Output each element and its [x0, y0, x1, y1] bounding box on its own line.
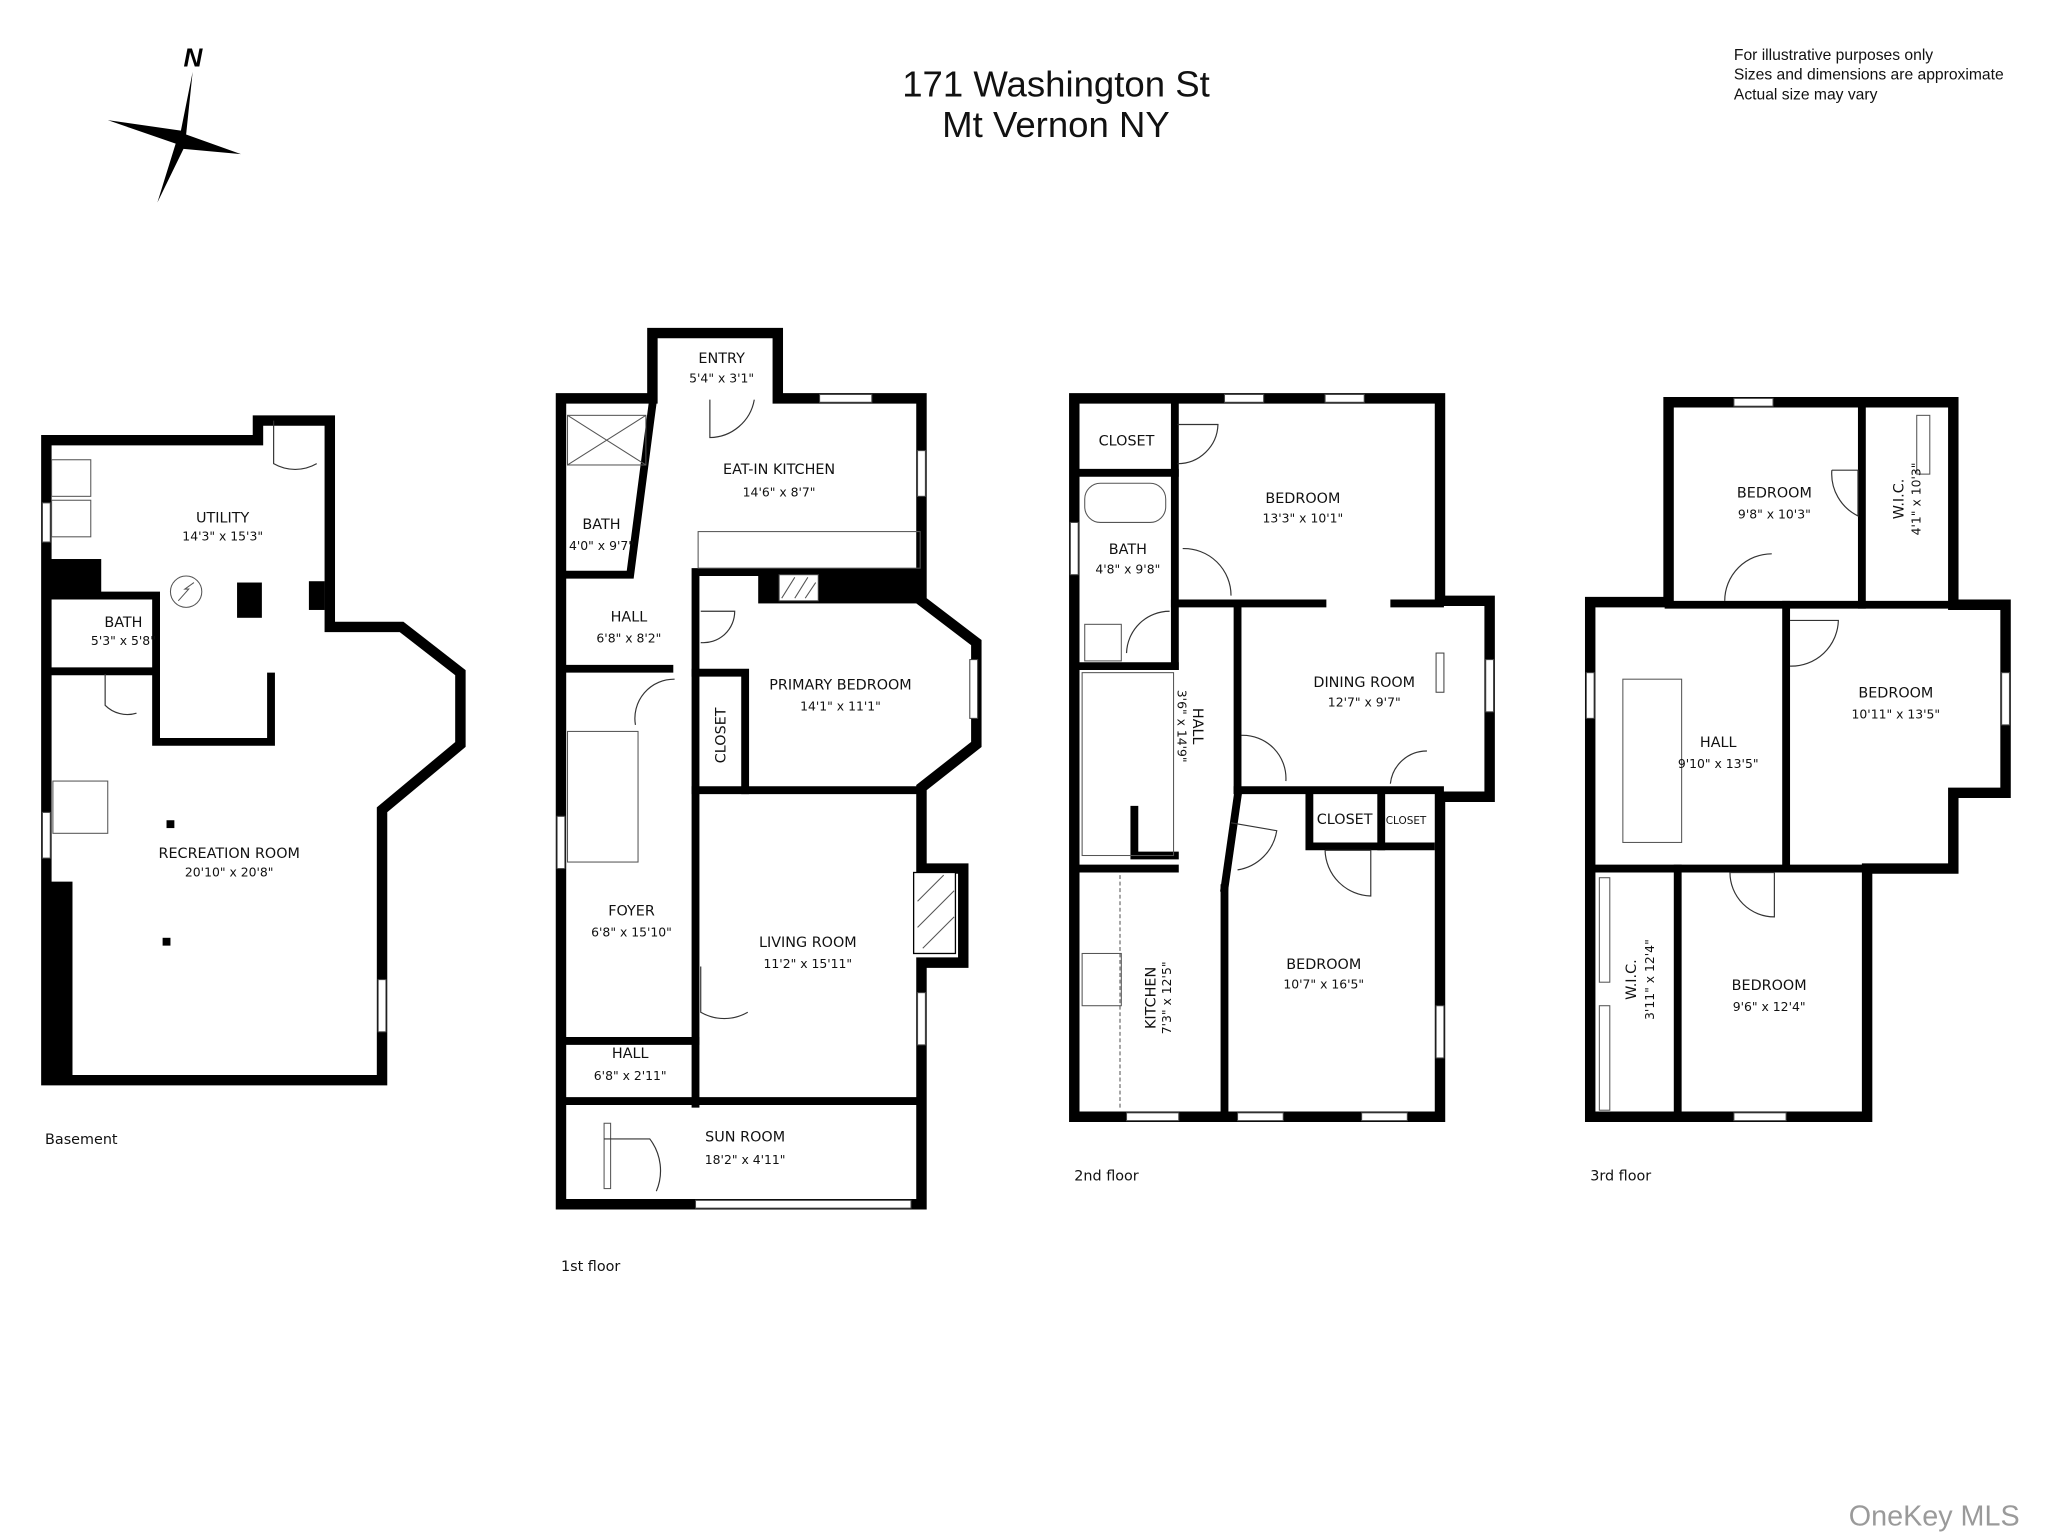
- basement-plan: UTILITY 14'3" x 15'3" BATH 5'3" x 5'8" R…: [41, 415, 466, 1148]
- room-name: KITCHEN: [1143, 967, 1159, 1029]
- disclaimer-line-3: Actual size may vary: [1734, 86, 1878, 103]
- room-name: BEDROOM: [1858, 685, 1933, 701]
- room-name: EAT-IN KITCHEN: [723, 462, 835, 478]
- room-dims: 20'10" x 20'8": [185, 864, 274, 879]
- room-name: HALL: [1700, 735, 1737, 751]
- address-line-2: Mt Vernon NY: [942, 104, 1170, 145]
- compass-north-label: N: [184, 43, 204, 73]
- room-dims: 3'11" x 12'4": [1642, 939, 1657, 1020]
- room-dims: 6'8" x 15'10": [591, 924, 672, 939]
- room-dims: 10'11" x 13'5": [1852, 706, 1941, 721]
- room-name: LIVING ROOM: [759, 935, 857, 951]
- room-dims: 3'6" x 14'9": [1174, 690, 1189, 763]
- room-dims: 14'3" x 15'3": [182, 529, 263, 544]
- room-name: UTILITY: [196, 510, 250, 526]
- room-name: BATH: [582, 517, 620, 533]
- room-name: BEDROOM: [1265, 491, 1340, 507]
- room-name: HALL: [1189, 708, 1205, 745]
- disclaimer-line-1: For illustrative purposes only: [1734, 47, 1933, 64]
- room-name: BEDROOM: [1737, 486, 1812, 502]
- room-name: CLOSET: [714, 707, 730, 763]
- room-name: BATH: [1109, 542, 1147, 558]
- room-name: CLOSET: [1099, 433, 1155, 449]
- room-dims: 10'7" x 16'5": [1283, 977, 1364, 992]
- room-dims: 5'3" x 5'8": [91, 633, 156, 648]
- room-name: HALL: [611, 610, 648, 626]
- room-dims: 4'0" x 9'7": [569, 538, 634, 553]
- room-name: CLOSET: [1317, 812, 1373, 828]
- compass-star-icon: N: [107, 43, 241, 203]
- room-dims: 9'6" x 12'4": [1733, 999, 1806, 1014]
- room-name: RECREATION ROOM: [159, 846, 300, 862]
- third-floor-plan: BEDROOM 9'8" x 10'3" W.I.C. 4'1" x 10'3"…: [1584, 397, 2011, 1185]
- address-line-1: 171 Washington St: [902, 64, 1210, 105]
- room-dims: 4'8" x 9'8": [1095, 561, 1160, 576]
- floor-label: 1st floor: [561, 1259, 620, 1275]
- room-name: BEDROOM: [1732, 978, 1807, 994]
- room-dims: 11'2" x 15'11": [764, 956, 853, 971]
- room-name: BEDROOM: [1286, 957, 1361, 973]
- disclaimer-line-2: Sizes and dimensions are approximate: [1734, 67, 2004, 84]
- room-name: HALL: [612, 1046, 649, 1062]
- room-name: PRIMARY BEDROOM: [769, 678, 911, 694]
- floor-label: Basement: [45, 1132, 118, 1148]
- room-name: FOYER: [608, 904, 655, 920]
- room-name: W.I.C.: [1624, 959, 1640, 1000]
- room-dims: 5'4" x 3'1": [689, 371, 754, 386]
- room-name: DINING ROOM: [1313, 675, 1415, 691]
- room-dims: 6'8" x 8'2": [596, 631, 661, 646]
- room-name: ENTRY: [698, 351, 745, 367]
- room-name: CLOSET: [1386, 815, 1427, 827]
- room-dims: 13'3" x 10'1": [1262, 510, 1343, 525]
- room-dims: 9'10" x 13'5": [1678, 756, 1759, 771]
- room-dims: 14'1" x 11'1": [800, 699, 881, 714]
- room-dims: 12'7" x 9'7": [1328, 695, 1401, 710]
- floor-label: 3rd floor: [1590, 1169, 1651, 1185]
- room-dims: 4'1" x 10'3": [1909, 463, 1924, 536]
- first-floor-plan: ENTRY 5'4" x 3'1" EAT-IN KITCHEN 14'6" x…: [555, 327, 982, 1275]
- room-name: BATH: [104, 615, 142, 631]
- room-dims: 18'2" x 4'11": [705, 1152, 786, 1167]
- floor-label: 2nd floor: [1074, 1169, 1139, 1185]
- room-name: W.I.C.: [1892, 479, 1908, 520]
- room-dims: 14'6" x 8'7": [743, 484, 816, 499]
- room-name: SUN ROOM: [705, 1130, 785, 1146]
- room-dims: 6'8" x 2'11": [594, 1068, 667, 1083]
- room-dims: 7'3" x 12'5": [1159, 961, 1174, 1034]
- second-floor-plan: CLOSET BEDROOM 13'3" x 10'1" BATH 4'8" x…: [1069, 393, 1495, 1185]
- room-dims: 9'8" x 10'3": [1738, 507, 1811, 522]
- watermark: OneKey MLS: [1849, 1501, 2020, 1533]
